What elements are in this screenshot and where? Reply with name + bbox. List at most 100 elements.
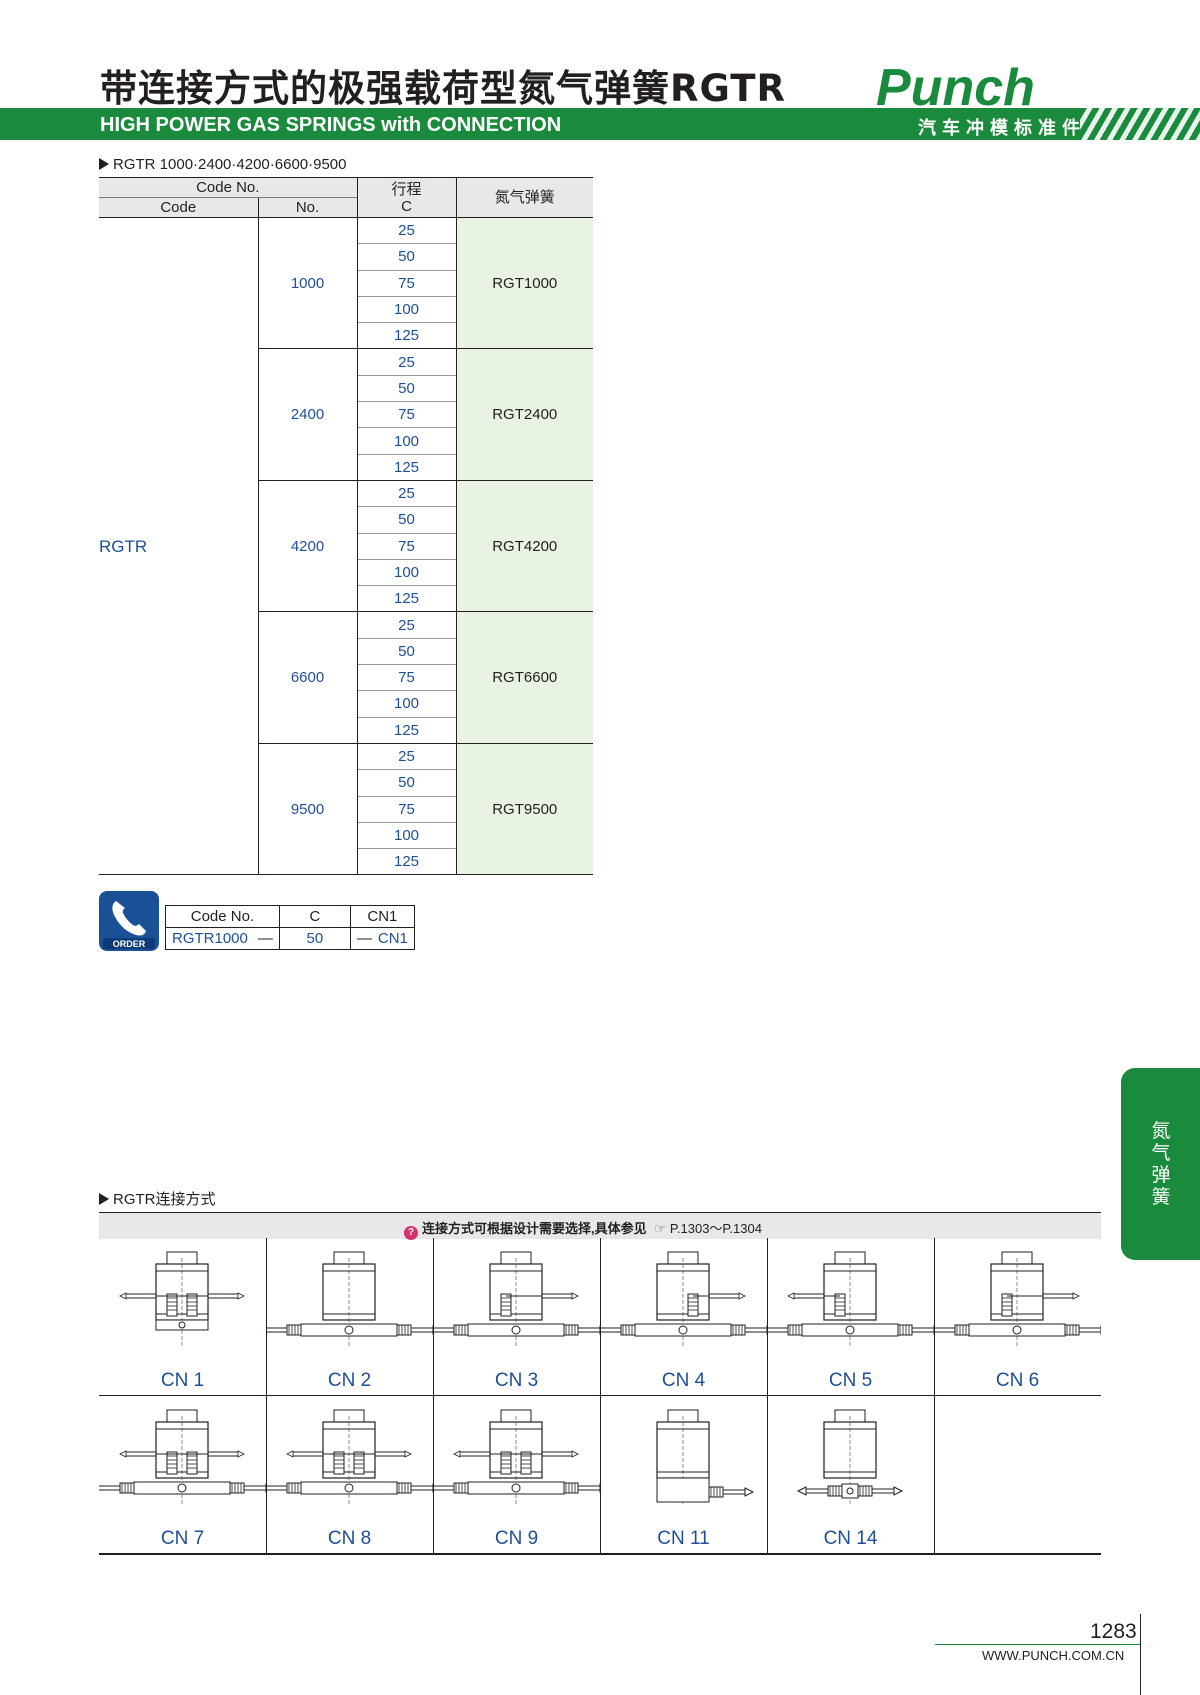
- connection-cell[interactable]: CN 14: [767, 1396, 934, 1554]
- side-tab[interactable]: [1121, 1068, 1200, 1260]
- footer-url: WWW.PUNCH.COM.CN: [982, 1648, 1125, 1663]
- table-row: 100: [99, 690, 593, 718]
- connection-cell[interactable]: CN 2: [266, 1238, 433, 1396]
- order-icon: ORDER: [99, 891, 159, 951]
- connection-diagram: [600, 1251, 767, 1348]
- stroke-cell: 75: [356, 532, 456, 560]
- table-row: 125: [99, 716, 593, 744]
- table-row: 50: [99, 506, 593, 534]
- footer-line: [935, 1644, 1140, 1645]
- connection-cell[interactable]: CN 9: [433, 1396, 600, 1554]
- order-ex-dash2: —: [356, 930, 372, 947]
- no-cell: 4200: [257, 479, 357, 612]
- stroke-cell: 100: [356, 295, 456, 323]
- order-ex-code-value: RGTR1000: [172, 930, 248, 947]
- connection-label: CN 8: [327, 1528, 372, 1549]
- footer-vline: [1140, 1614, 1141, 1695]
- no-cell: 2400: [257, 348, 357, 481]
- spring-cell: RGT6600: [455, 611, 593, 744]
- connection-cell[interactable]: CN 4: [600, 1238, 767, 1396]
- order-ex-c: 50: [278, 927, 351, 950]
- connection-label: CN 14: [823, 1528, 878, 1549]
- section-title-text: RGTR连接方式: [113, 1191, 216, 1208]
- stroke-cell: 25: [356, 742, 456, 770]
- stroke-cell: 25: [356, 611, 456, 639]
- connection-label: CN 4: [661, 1370, 706, 1391]
- phone-icon: ORDER: [103, 901, 155, 949]
- table-row: 100: [99, 821, 593, 849]
- logo-subtitle: 汽车冲模标准件: [918, 118, 1086, 139]
- note-main: 连接方式可根据设计需要选择,具体参见: [422, 1221, 647, 1236]
- spring-cell: RGT1000: [455, 216, 593, 349]
- stroke-cell: 75: [356, 401, 456, 428]
- table-row: 75: [99, 664, 593, 691]
- connection-label: CN 11: [657, 1528, 710, 1549]
- stroke-cell: 75: [356, 269, 456, 297]
- connection-diagram: [99, 1409, 266, 1506]
- stroke-cell: 25: [356, 479, 456, 507]
- cell-divider: [433, 1238, 434, 1396]
- section-title-models: RGTR 1000·2400·4200·6600·9500: [99, 156, 347, 173]
- stroke-cell: 25: [356, 348, 456, 376]
- connection-cell[interactable]: CN 1: [99, 1238, 266, 1396]
- th-code: Code: [99, 197, 258, 218]
- connection-diagram: [433, 1251, 600, 1348]
- connection-label: CN 2: [327, 1370, 372, 1391]
- order-ex-cn-value: CN1: [377, 930, 408, 947]
- connection-grid: CN 1 CN 2 CN 3 CN 4 CN 5 CN 6 CN 7 CN 8 CN 9 CN 1…: [99, 1238, 1101, 1555]
- connection-diagram: [934, 1251, 1101, 1348]
- connection-cell[interactable]: CN 8: [266, 1396, 433, 1554]
- table-row: 50: [99, 637, 593, 665]
- connection-label: CN 5: [828, 1370, 873, 1391]
- reference-hand-icon: ☞: [654, 1221, 666, 1236]
- table-row: 75: [99, 401, 593, 428]
- connection-cell[interactable]: CN 11: [600, 1396, 767, 1554]
- note-bar: ?连接方式可根据设计需要选择,具体参见 ☞P.1303～P.1304: [99, 1212, 1101, 1240]
- table-row: 125: [99, 848, 593, 876]
- cell-divider: [600, 1396, 601, 1554]
- order-head-cn: CN1: [349, 905, 415, 928]
- connection-cell[interactable]: CN 7: [99, 1396, 266, 1554]
- connection-label: CN 7: [160, 1528, 205, 1549]
- stroke-cell: 125: [356, 716, 456, 744]
- connection-diagram: [767, 1251, 934, 1348]
- stroke-cell: 50: [356, 374, 456, 402]
- table-row: 125: [99, 322, 593, 349]
- stroke-cell: 75: [356, 795, 456, 823]
- punch-logo: Punch: [876, 59, 1035, 115]
- stroke-cell: 100: [356, 690, 456, 718]
- spring-cell: RGT2400: [455, 348, 593, 481]
- th-stroke-cn: 行程: [391, 180, 422, 198]
- th-spring: 氮气弹簧: [455, 177, 593, 218]
- table-row: 75: [99, 269, 593, 297]
- cell-divider: [433, 1396, 434, 1554]
- cell-divider: [266, 1238, 267, 1396]
- triangle-bullet-icon: [99, 158, 109, 170]
- order-example-table: Code No. C CN1 RGTR1000— 50 —CN1: [165, 905, 415, 950]
- connection-label: CN 6: [995, 1370, 1040, 1391]
- section-title-text: RGTR 1000·2400·4200·6600·9500: [113, 156, 347, 173]
- spring-cell: RGT4200: [455, 479, 593, 612]
- order-ex-code: RGTR1000—: [165, 927, 280, 950]
- th-stroke-c: C: [401, 197, 412, 215]
- connection-cell[interactable]: CN 5: [767, 1238, 934, 1396]
- connection-label: CN 3: [494, 1370, 539, 1391]
- connection-diagram: [266, 1409, 433, 1506]
- connection-cell[interactable]: CN 3: [433, 1238, 600, 1396]
- order-icon-label: ORDER: [113, 939, 146, 949]
- note-ref: P.1303～P.1304: [669, 1221, 762, 1236]
- connection-diagram: [796, 1409, 904, 1506]
- cell-divider: [934, 1396, 935, 1554]
- connection-cell[interactable]: CN 6: [934, 1238, 1101, 1396]
- stroke-cell: 125: [356, 453, 456, 481]
- cell-divider: [767, 1238, 768, 1396]
- code-cell: RGTR: [99, 216, 258, 876]
- table-row: 125: [99, 453, 593, 481]
- connection-diagram: [266, 1251, 433, 1348]
- stroke-cell: 125: [356, 585, 456, 612]
- table-row: 125: [99, 585, 593, 612]
- page-title-en: HIGH POWER GAS SPRINGS with CONNECTION: [100, 114, 562, 136]
